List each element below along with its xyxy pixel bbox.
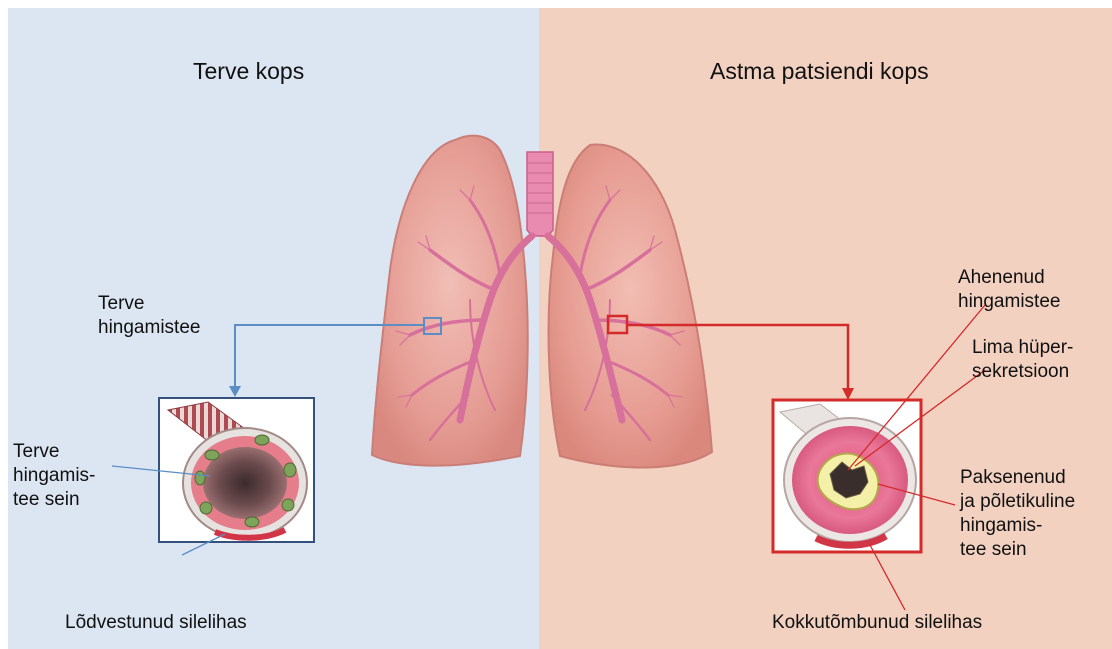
- label-contracted-smooth-muscle: Kokkutõmbunud silelihas: [772, 611, 982, 635]
- label-healthy-airway-wall: Terve hingamis- tee sein: [13, 440, 95, 512]
- trachea: [527, 152, 553, 236]
- healthy-lung-heading: Terve kops: [193, 58, 304, 85]
- label-relaxed-smooth-muscle: Lõdvestunud silelihas: [65, 611, 247, 635]
- label-healthy-airway: Terve hingamistee: [98, 292, 200, 340]
- right-lung: [549, 145, 712, 468]
- label-thickened-inflamed-wall: Paksenenud ja põletikuline hingamis- tee…: [960, 466, 1075, 562]
- label-narrowed-airway: Ahenenud hingamistee: [958, 266, 1060, 314]
- contracted-muscle-leader: [870, 545, 905, 610]
- asthma-lung-heading: Astma patsiendi kops: [710, 58, 929, 85]
- label-mucus-hypersecretion: Lima hüper- sekretsioon: [972, 336, 1073, 384]
